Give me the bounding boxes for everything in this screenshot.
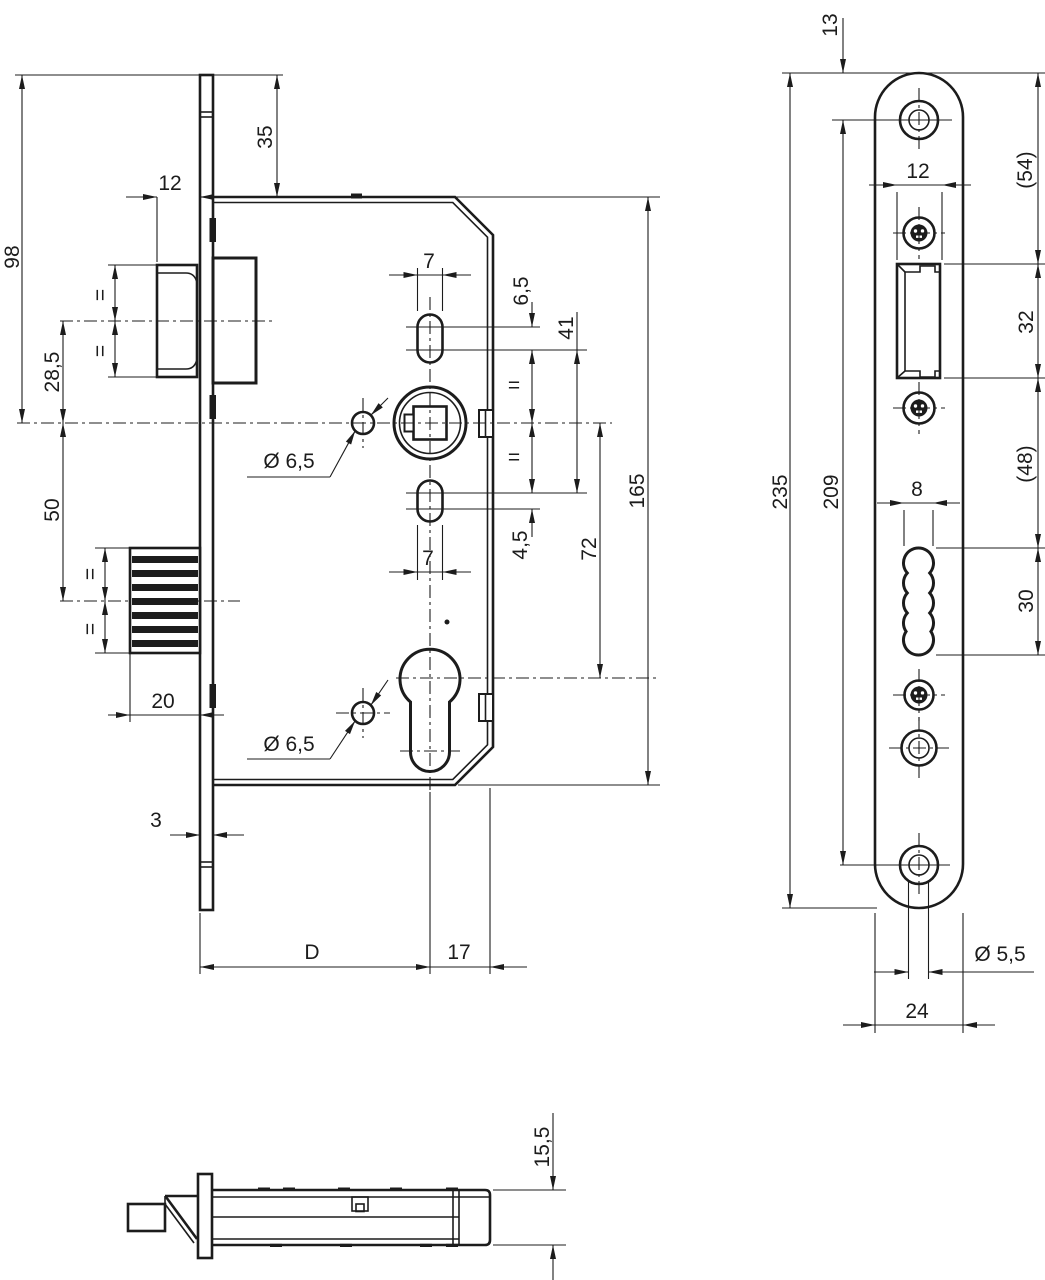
dim-6-5: 6,5 (510, 276, 533, 305)
dimension-lines (15, 18, 1045, 1280)
dim-12-side: 12 (158, 172, 181, 195)
dim-12-front: 12 (906, 160, 929, 183)
dim-17: 17 (447, 941, 470, 964)
dim-41: 41 (555, 316, 578, 339)
dim-98: 98 (1, 245, 24, 268)
equals-symbol: = (508, 446, 520, 469)
dim-dia-6-5-lower: Ø 6,5 (263, 733, 314, 756)
case-section (212, 1188, 492, 1247)
equals-symbol: = (508, 374, 520, 397)
dim-24: 24 (905, 1000, 929, 1023)
equals-symbol: = (79, 623, 102, 635)
faceplate-tab (209, 395, 216, 419)
dim-4-5: 4,5 (509, 530, 532, 559)
case-top-tab (351, 193, 362, 199)
equals-symbol: = (89, 289, 112, 301)
dim-backset-D: D (304, 941, 319, 964)
dim-235: 235 (769, 474, 792, 509)
dim-8: 8 (911, 478, 923, 501)
dim-28-5: 28,5 (41, 352, 64, 393)
faceplate-section (196, 1172, 214, 1260)
dim-13: 13 (819, 13, 842, 36)
dim-35: 35 (254, 125, 277, 148)
rivet-dot (444, 619, 450, 625)
dim-165: 165 (626, 473, 649, 508)
dim-dia-6-5-upper: Ø 6,5 (263, 450, 314, 473)
latch-cutout (895, 262, 942, 380)
lock-case-outline (213, 195, 495, 787)
faceplate-tab (209, 218, 216, 242)
dim-72: 72 (578, 537, 601, 560)
dim-15-5: 15,5 (531, 1127, 554, 1168)
equals-symbol: = (89, 345, 112, 357)
dim-7-lower: 7 (422, 547, 434, 570)
dim-32: 32 (1015, 310, 1038, 333)
equals-symbol: = (79, 568, 102, 580)
dim-30: 30 (1015, 589, 1038, 612)
dim-54: (54) (1014, 151, 1037, 188)
dim-dia-5-5: Ø 5,5 (974, 943, 1025, 966)
centerlines (17, 88, 952, 974)
bottom-view (126, 1172, 492, 1260)
latch-section (126, 1202, 167, 1233)
case-edge-tabs (258, 1187, 458, 1247)
dimension-labels: 98 35 12 28,5 = = 50 = = 20 3 Ø 6,5 Ø 6,… (1, 13, 1038, 1167)
dim-50: 50 (41, 498, 64, 521)
dim-209: 209 (820, 474, 843, 509)
deadbolt-cutout (901, 546, 936, 657)
dim-3: 3 (150, 809, 162, 832)
dim-48: (48) (1014, 445, 1037, 482)
faceplate-tab (209, 684, 216, 708)
faceplate-edge (198, 73, 215, 912)
dim-7-upper: 7 (423, 250, 435, 273)
latch-bevel (164, 1196, 199, 1240)
dim-20: 20 (151, 690, 174, 713)
